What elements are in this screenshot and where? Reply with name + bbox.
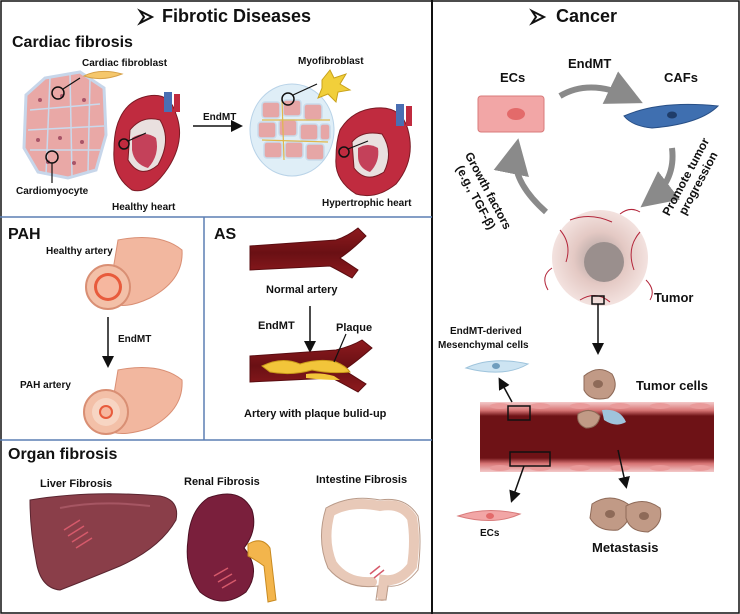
tumor-label: Tumor: [654, 290, 694, 305]
kidney-illustration: [186, 493, 277, 603]
organ-fibrosis-heading: Organ fibrosis: [8, 446, 118, 463]
liver-fibrosis-label: Liver Fibrosis: [40, 478, 113, 490]
plaque-artery-label: Artery with plaque bulid-up: [244, 408, 387, 420]
cardiomyocyte-label: Cardiomyocyte: [16, 186, 89, 197]
cardiac-fibrosis-heading: Cardiac fibrosis: [12, 34, 133, 51]
mesenchymal-cells-label: Mesenchymal cells: [438, 340, 529, 351]
cafs-label: CAFs: [664, 70, 698, 85]
hypertrophic-heart: [335, 104, 412, 197]
intestine-fibrosis-mark: [369, 565, 385, 579]
liver-illustration: [29, 493, 178, 591]
healthy-heart-label: Healthy heart: [112, 202, 176, 213]
as-normal-artery: [249, 227, 367, 279]
ecs-label: ECs: [500, 70, 526, 85]
cancer-endmt-arrow: [558, 71, 643, 104]
pah-artery-label: PAH artery: [20, 380, 71, 391]
intestine-fibrosis-label: Intestine Fibrosis: [316, 474, 408, 486]
growth-factors-arrow: [493, 138, 548, 215]
healthy-heart: [113, 92, 181, 192]
plaque-label: Plaque: [336, 322, 373, 334]
metastasis-arrow: [617, 449, 630, 489]
plaque-pointer: [333, 333, 347, 363]
pah-healthy-artery: [85, 237, 183, 310]
tumor-cells-cluster: [577, 369, 626, 429]
ecs-down-arrow: [509, 465, 525, 503]
cancer-endmt-label: EndMT: [568, 56, 612, 71]
metastasis-cells: [589, 497, 662, 533]
hypertrophic-heart-label: Hypertrophic heart: [322, 198, 412, 209]
myofibroblast-cell: [317, 69, 352, 104]
tumor-cells-label: Tumor cells: [636, 378, 709, 393]
intestine-illustration: [321, 499, 419, 601]
title-bullet-icon-right: [529, 8, 547, 26]
as-endmt-label: EndMT: [258, 320, 295, 332]
cardiac-fibroblast-label: Cardiac fibroblast: [82, 58, 168, 69]
pah-diseased-artery: [83, 367, 183, 435]
healthy-artery-label: Healthy artery: [46, 246, 113, 257]
ecs-small-cell: [456, 510, 522, 522]
promote-arrow: [640, 147, 680, 208]
cardiac-endmt-label: EndMT: [203, 112, 237, 123]
as-plaque-artery: [249, 339, 373, 393]
cancer-title: Cancer: [556, 6, 618, 26]
as-heading: AS: [214, 226, 237, 243]
pah-heading: PAH: [8, 226, 41, 243]
normal-artery-label: Normal artery: [266, 284, 338, 296]
ecs-small-label: ECs: [480, 528, 500, 539]
metastasis-label: Metastasis: [592, 540, 659, 555]
renal-fibrosis-label: Renal Fibrosis: [184, 476, 260, 488]
blood-vessel: [480, 402, 714, 472]
cardiac-fibroblast-cell: [82, 70, 124, 80]
tumor-mass: [544, 208, 653, 306]
cardiac-tissue-healthy: [22, 70, 108, 183]
cardiac-tissue-fibrotic: [249, 83, 335, 177]
myofibroblast-label: Myofibroblast: [298, 56, 364, 67]
mesenchymal-arrow: [498, 377, 513, 403]
fibrotic-diseases-title: Fibrotic Diseases: [162, 6, 312, 26]
pah-endmt-label: EndMT: [118, 334, 152, 345]
endmt-mesenchymal-cell: [464, 360, 530, 373]
intestine-outline: [321, 497, 421, 601]
cafs-cell: [623, 103, 720, 129]
title-bullet-icon: [137, 8, 155, 26]
ecs-cell: [477, 95, 545, 133]
endmt-derived-label: EndMT-derived: [450, 326, 522, 337]
